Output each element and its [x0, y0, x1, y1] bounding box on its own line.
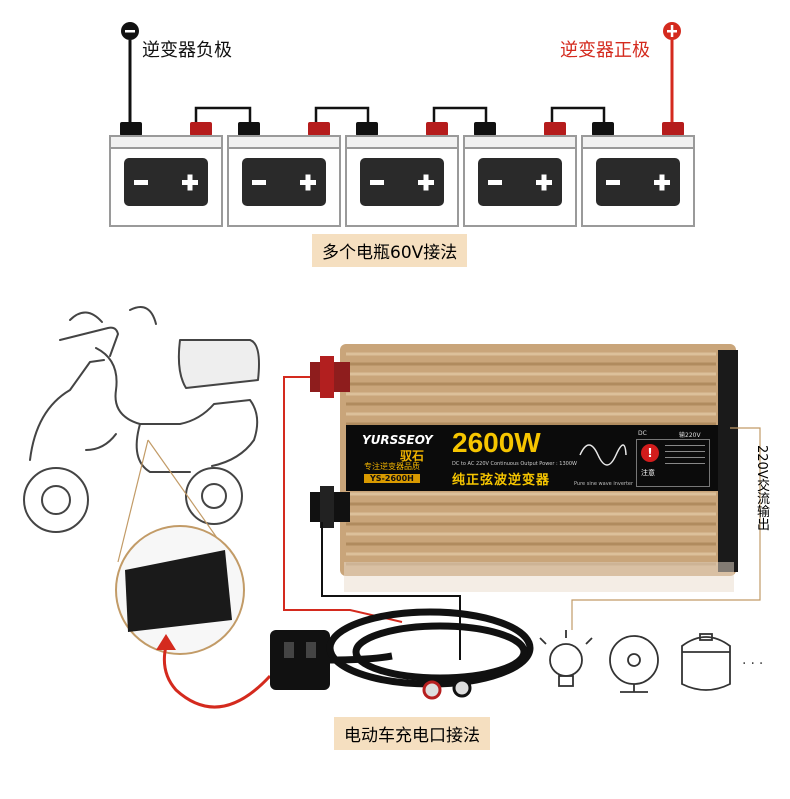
charging-plug [270, 630, 330, 690]
positive-lead [663, 22, 681, 122]
brand-slogan: 专注逆变器品质 [364, 462, 420, 471]
battery-series-diagram [109, 22, 695, 227]
brand-name: YURSSEOY [362, 433, 433, 447]
more-appliances: ... [742, 652, 768, 668]
dc-label: DC [638, 430, 647, 437]
brand-chinese: 驭石 [400, 449, 425, 463]
model-number: YS-2600H [364, 474, 420, 483]
notice-box: ! 注意 [636, 439, 710, 487]
magnifier [115, 525, 245, 655]
inverter-negative-label: 逆变器负极 [142, 40, 232, 61]
series-links [194, 106, 606, 122]
negative-terminal [310, 486, 350, 528]
sine-wave-icon [579, 444, 627, 466]
spec-text: DC to AC 220V Continuous Output Power : … [452, 461, 577, 467]
inverter-panel: YURSSEOY 驭石 专注逆变器品质 YS-2600H 2600W DC to… [346, 425, 718, 491]
ac-label: 输220V [679, 432, 701, 439]
fan-icon [609, 635, 659, 693]
notice-label: 注意 [641, 469, 655, 477]
battery [581, 122, 695, 227]
connection-arrow [156, 634, 272, 709]
battery-wiring-caption: 多个电瓶60V接法 [312, 234, 468, 267]
rice-cooker-icon [681, 633, 731, 691]
inverter-type: 纯正弦波逆变器 [452, 473, 551, 488]
scooter-icon [23, 306, 260, 533]
battery [227, 122, 341, 227]
battery [109, 122, 223, 227]
battery [463, 122, 577, 227]
positive-terminal [310, 356, 350, 398]
negative-lead [121, 22, 139, 122]
inverter-positive-label: 逆变器正极 [560, 40, 650, 61]
ring-terminals [422, 678, 472, 700]
ac-output-label: 220V交流输出 [754, 445, 769, 531]
cable-coil [326, 608, 534, 688]
wave-caption: Pure sine wave inverter [574, 481, 634, 487]
light-bulb-icon [539, 630, 593, 687]
power-rating: 2600W [452, 427, 541, 458]
charging-port-caption: 电动车充电口接法 [334, 717, 490, 750]
battery [345, 122, 459, 227]
warning-icon: ! [641, 444, 659, 462]
notice-lines [665, 445, 705, 469]
